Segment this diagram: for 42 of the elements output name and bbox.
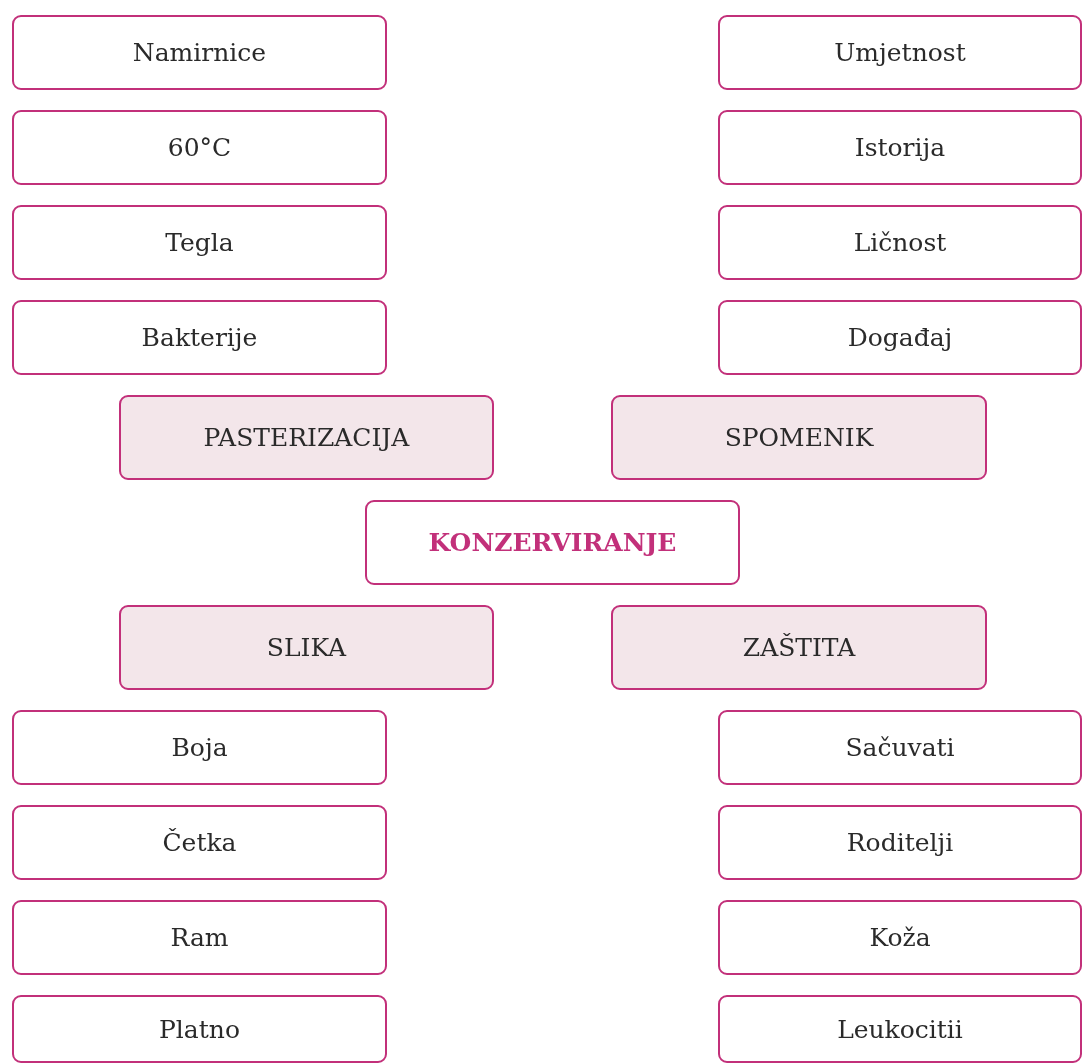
box-label: Sačuvati [845,733,955,762]
word-box [718,710,1082,785]
word-box [12,300,387,375]
category-box [611,395,987,480]
box-label: Istorija [854,133,946,162]
box-label: Umjetnost [834,38,966,67]
word-box [718,205,1082,280]
box-label: Događaj [847,323,953,352]
box-label: 60°C [167,133,232,162]
box-label: SLIKA [266,633,347,662]
box-label: Platno [159,1014,240,1044]
box-label: PASTERIZACIJA [203,423,410,452]
box-label: KONZERVIRANJE [428,528,677,557]
word-box [12,805,387,880]
word-box [12,995,387,1063]
main-term-box [365,500,740,585]
box-label: Ram [170,923,229,952]
box-label: Roditelji [846,828,954,857]
word-box [12,15,387,90]
category-box [611,605,987,690]
word-box [12,110,387,185]
box-label: Ličnost [853,228,947,257]
word-box [718,15,1082,90]
word-box [12,900,387,975]
word-box [12,205,387,280]
box-label: ZAŠTITA [742,633,856,662]
word-box [718,805,1082,880]
box-label: Bakterije [141,323,258,352]
box-label: Boja [171,733,228,762]
word-box [718,300,1082,375]
category-box [119,605,494,690]
word-box [718,995,1082,1063]
box-label: Leukocitii [837,1014,963,1044]
box-label: Četka [162,828,237,857]
word-box [12,710,387,785]
word-box [718,110,1082,185]
box-label: Namirnice [132,38,267,67]
category-box [119,395,494,480]
box-label: SPOMENIK [724,423,874,452]
word-box [718,900,1082,975]
box-label: Koža [869,923,931,952]
box-label: Tegla [165,228,234,257]
